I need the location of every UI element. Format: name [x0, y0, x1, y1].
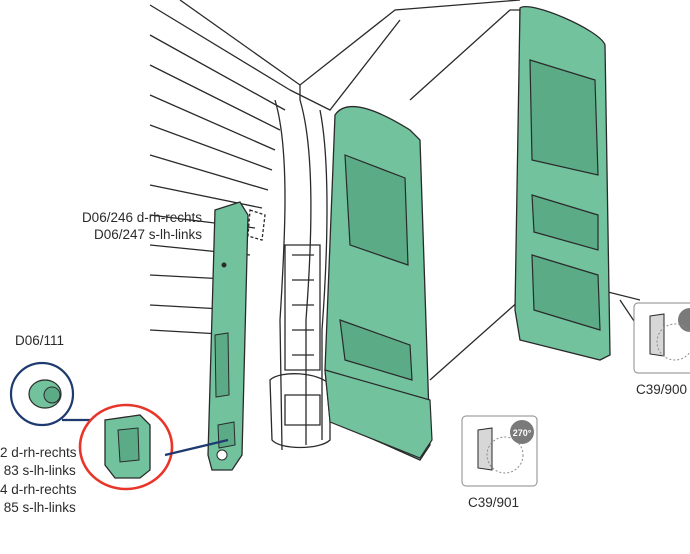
hinge-270-label-bottom: C39/901: [468, 495, 520, 510]
hinge-270-thumb-right: [633, 302, 690, 374]
left-rear-door: [324, 105, 433, 461]
stop-part-label-1: 2 d-rh-rechts: [0, 445, 77, 460]
stop-part-label-4: 85 s-lh-links: [0, 500, 76, 515]
hinge-270-thumb-bottom: 270°: [461, 415, 538, 487]
stop-part-label-2: 83 s-lh-links: [0, 463, 76, 478]
red-highlight-ring: [78, 403, 174, 491]
cap-part-label: D06/111: [15, 333, 65, 348]
hinge-part-label-lh: D06/247 s-lh-links: [93, 227, 202, 242]
hinge-part-label-rh: D06/246 d-rh-rechts: [81, 210, 202, 225]
van-body-lines: [149, 0, 641, 451]
callout-connector: [164, 438, 229, 457]
hinge-270-label-right: C39/900: [636, 382, 688, 397]
stop-part-label-3: 4 d-rh-rechts: [0, 482, 77, 497]
hinge-strip-part: [207, 201, 249, 471]
angle-badge: 270°: [513, 428, 532, 438]
right-rear-door: [514, 6, 611, 361]
cap-callout: [9, 361, 90, 427]
door-stop-part: [78, 403, 229, 491]
